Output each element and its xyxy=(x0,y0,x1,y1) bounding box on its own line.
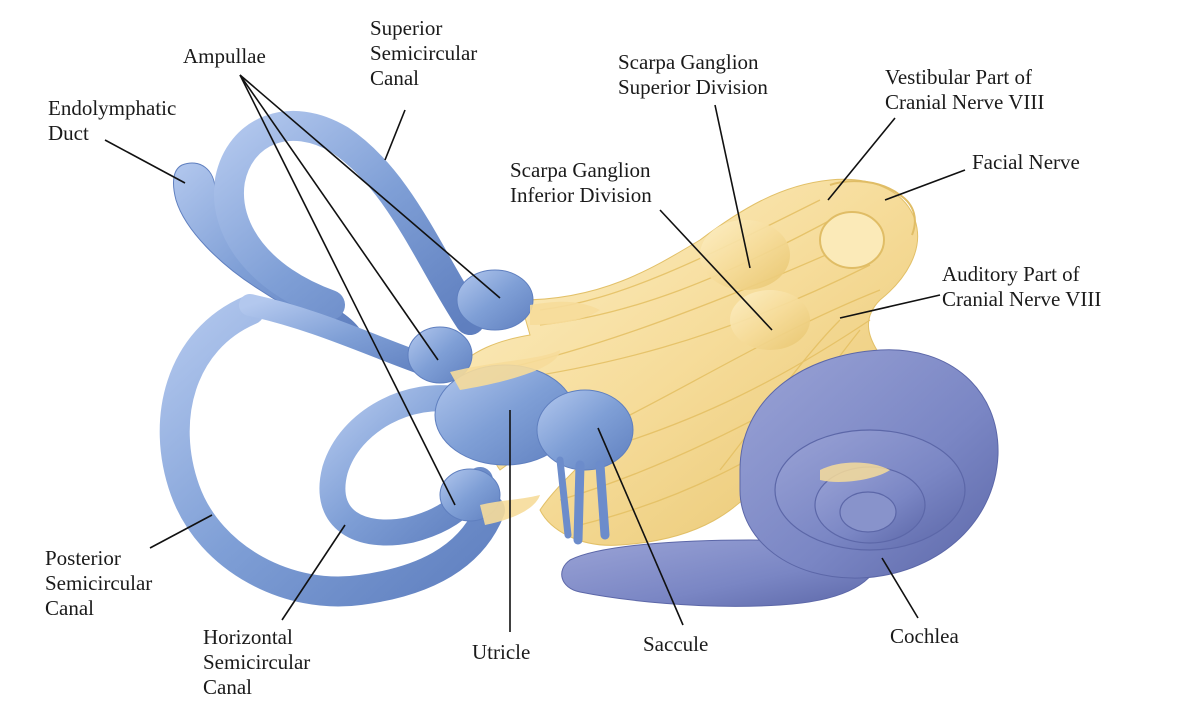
leader-horizontal-canal xyxy=(281,524,346,621)
label-utricle: Utricle xyxy=(472,640,531,664)
label-horizontal-semicircular-canal: Horizontal Semicircular Canal xyxy=(203,625,311,699)
leader-ampullae-2 xyxy=(239,74,439,361)
label-scarpa-ganglion-superior: Scarpa Ganglion Superior Division xyxy=(618,50,768,99)
leader-cochlea xyxy=(881,557,919,619)
cochlea-apex xyxy=(839,491,897,533)
ampulla-superior xyxy=(456,269,534,331)
saccule-shape xyxy=(536,389,634,471)
horizontal-semicircular-canal-shape xyxy=(319,385,493,546)
posterior-semicircular-canal-shape xyxy=(159,295,505,607)
label-scarpa-ganglion-inferior: Scarpa Ganglion Inferior Division xyxy=(510,158,652,207)
leader-posterior-canal xyxy=(149,514,213,549)
label-auditory-part: Auditory Part of Cranial Nerve VIII xyxy=(942,262,1102,311)
leader-facial-nerve xyxy=(884,169,966,201)
label-cochlea: Cochlea xyxy=(890,624,959,648)
label-saccule: Saccule xyxy=(643,632,709,656)
scarpa-ganglion-inferior xyxy=(730,290,810,350)
label-endolymphatic-duct: Endolymphatic Duct xyxy=(48,96,177,145)
leader-superior-canal xyxy=(384,109,406,161)
leader-scarpa-inferior xyxy=(659,209,773,331)
label-ampullae: Ampullae xyxy=(183,44,266,68)
label-vestibular-part: Vestibular Part of Cranial Nerve VIII xyxy=(885,65,1045,114)
leader-auditory-part xyxy=(839,294,941,319)
label-posterior-semicircular-canal: Posterior Semicircular Canal xyxy=(45,546,153,620)
leader-scarpa-superior xyxy=(714,104,751,269)
leader-ampullae-3 xyxy=(239,74,456,506)
leader-saccule xyxy=(597,427,684,626)
cochlea xyxy=(561,349,999,607)
facial-nerve-cut-end xyxy=(819,211,885,269)
superior-semicircular-canal-shape xyxy=(213,110,485,335)
vestibular-labyrinth xyxy=(159,110,634,607)
label-facial-nerve: Facial Nerve xyxy=(972,150,1080,174)
leader-vestibular-part xyxy=(827,117,896,201)
leader-ampullae-1 xyxy=(239,74,501,299)
leader-endolymphatic-duct xyxy=(104,139,186,184)
leader-lines xyxy=(104,74,966,632)
label-superior-semicircular-canal: Superior Semicircular Canal xyxy=(370,16,478,90)
scarpa-ganglion-superior xyxy=(700,220,790,290)
